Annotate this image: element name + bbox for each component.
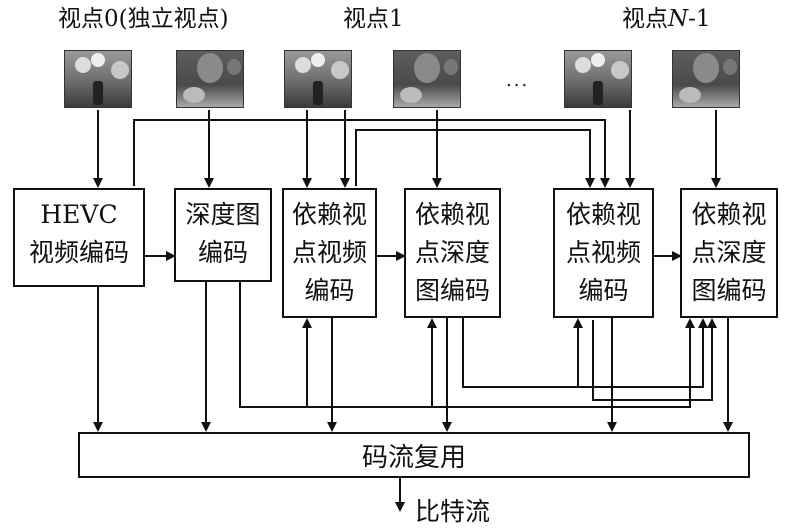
encoder-line: 点深度 xyxy=(691,238,767,267)
view-n-1-label: 视点N-1 xyxy=(622,6,711,32)
encoder-line: 图编码 xyxy=(414,276,490,305)
view-n-1-texture-image xyxy=(564,50,632,108)
view-1-texture-image xyxy=(284,50,352,108)
hevc-video-encoder-box: HEVC 视频编码 xyxy=(13,188,145,287)
bitstream-mux-box: 码流复用 xyxy=(78,432,750,478)
encoder-line: 点深度 xyxy=(414,238,490,267)
encoder-line: 编码 xyxy=(197,238,248,267)
encoder-line: 图编码 xyxy=(691,276,767,305)
dependent-view-depth-encoder-box-n: 依赖视 点深度 图编码 xyxy=(680,188,778,318)
encoder-line: 依赖视 xyxy=(691,200,767,229)
encoder-line: 点视频 xyxy=(291,238,367,267)
view-0-label: 视点0(独立视点) xyxy=(58,6,229,32)
encoder-line: 依赖视 xyxy=(414,200,490,229)
encoder-line: 点视频 xyxy=(565,238,641,267)
depth-map-encoder-box: 深度图 编码 xyxy=(174,188,272,282)
view-1-label: 视点1 xyxy=(343,6,404,32)
dependent-view-video-encoder-box-1: 依赖视 点视频 编码 xyxy=(282,188,377,318)
ellipsis: ... xyxy=(506,70,530,91)
mux-label: 码流复用 xyxy=(361,442,466,473)
view-0-depth-image xyxy=(176,50,244,108)
view-0-texture-image xyxy=(64,50,132,108)
encoder-line: 编码 xyxy=(578,276,629,305)
dependent-view-depth-encoder-box-1: 依赖视 点深度 图编码 xyxy=(404,188,501,318)
view-1-depth-image xyxy=(393,50,461,108)
encoder-line: HEVC xyxy=(40,200,118,229)
output-bitstream-label: 比特流 xyxy=(415,497,491,526)
view-n-1-depth-image xyxy=(672,50,740,108)
encoder-line: 编码 xyxy=(304,276,355,305)
encoder-line: 视频编码 xyxy=(28,238,129,267)
encoder-line: 依赖视 xyxy=(565,200,641,229)
encoder-line: 依赖视 xyxy=(291,200,367,229)
dependent-view-video-encoder-box-n: 依赖视 点视频 编码 xyxy=(553,188,654,318)
encoder-line: 深度图 xyxy=(185,200,261,229)
